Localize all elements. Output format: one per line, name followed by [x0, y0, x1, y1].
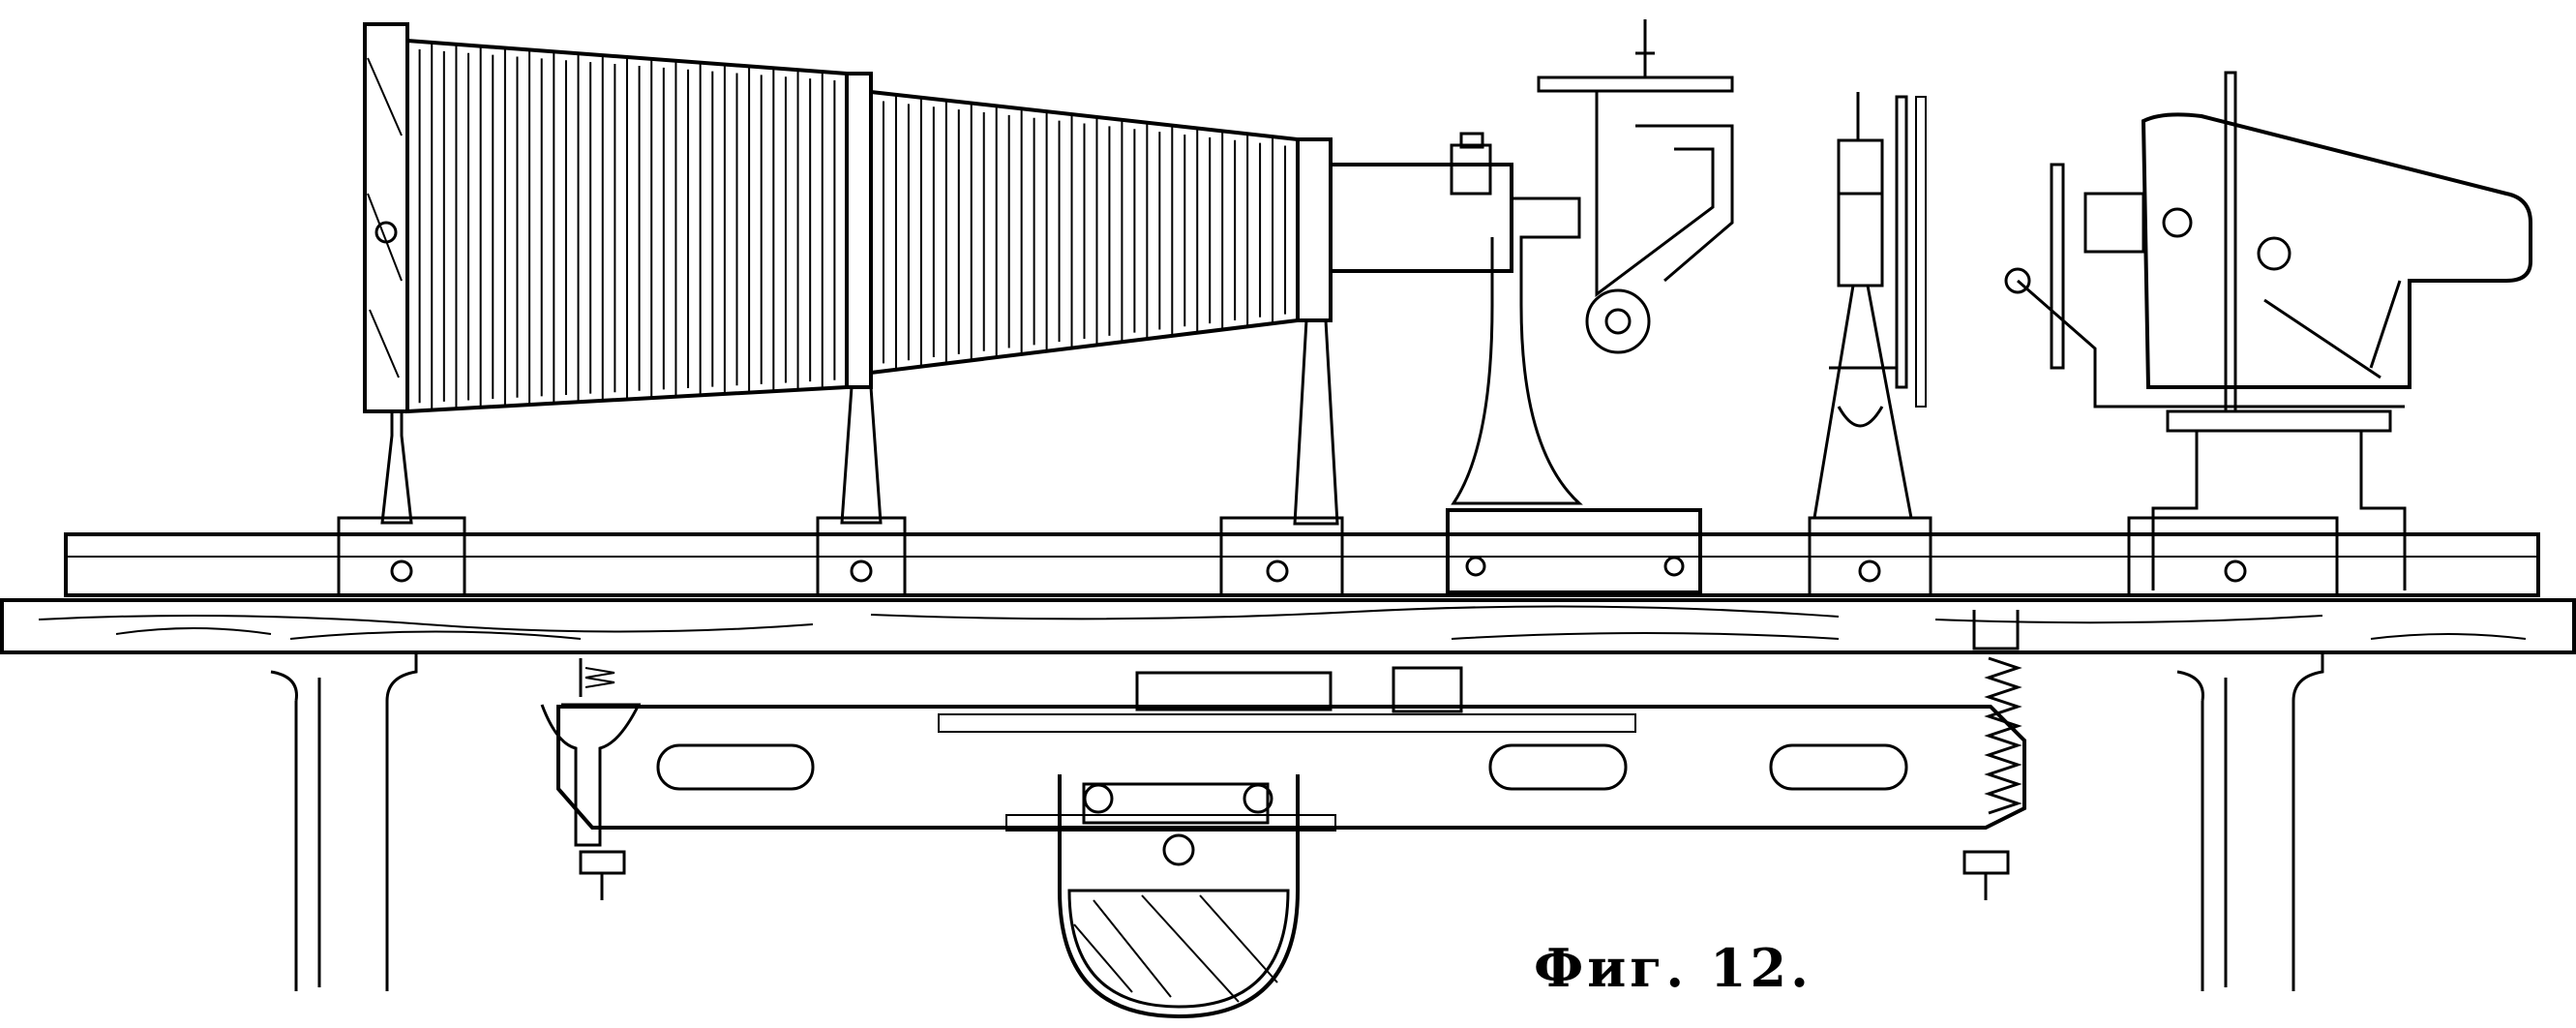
- optical-bench-rail: [64, 532, 2540, 597]
- under-table-beam: [556, 666, 2026, 831]
- bellows: [405, 38, 1300, 414]
- condenser-stand: [1808, 92, 1932, 597]
- lamp-housing: [2004, 71, 2532, 597]
- camera-supports: [337, 319, 1344, 597]
- microscope-tube: [1329, 132, 1513, 273]
- spring-adjuster-left: [540, 658, 642, 900]
- table-leg-left: [270, 650, 418, 991]
- camera-middle-frame: [845, 72, 873, 389]
- spring-adjuster-right: [1962, 610, 2022, 900]
- figure-caption: Фиг. 12.: [1534, 937, 1812, 999]
- microscope-stand: [1446, 19, 1734, 594]
- camera-front-frame: [1296, 137, 1333, 322]
- camera-rear-frame: [363, 22, 409, 413]
- wooden-table-board: [0, 598, 2576, 654]
- pendulum-weight: [1058, 774, 1300, 1019]
- table-leg-right: [2176, 650, 2324, 991]
